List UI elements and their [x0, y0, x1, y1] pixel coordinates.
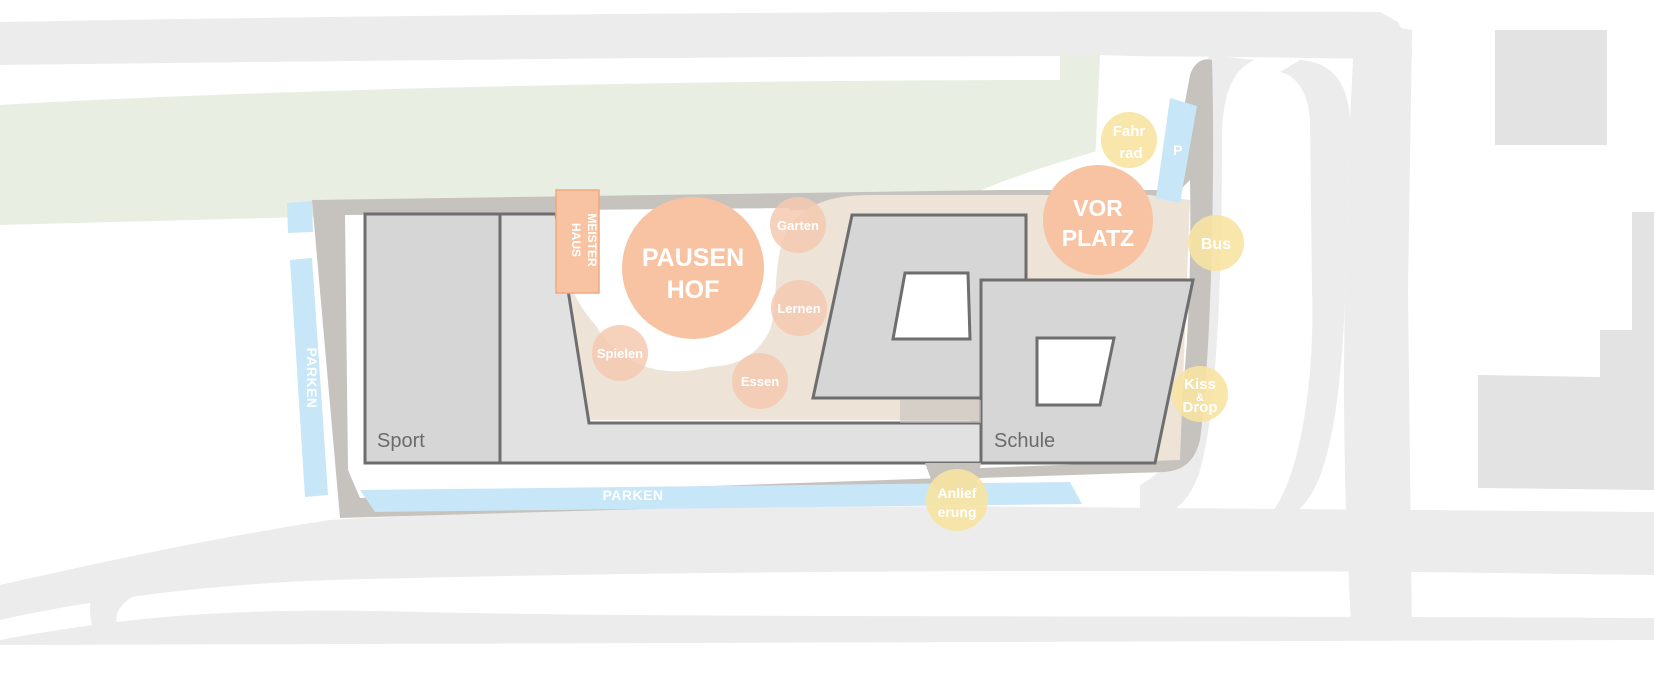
road-bottom: [0, 506, 1654, 620]
kiss-label-2: &: [1196, 392, 1204, 404]
school-junction-shadow: [900, 400, 981, 423]
pausenhof-label-2: HOF: [667, 276, 720, 304]
kiss-label-1: Kiss: [1184, 376, 1216, 393]
spielen-label: Spielen: [597, 346, 643, 361]
vorplatz-label-1: VOR: [1073, 195, 1123, 221]
kiss-label-3: Drop: [1183, 399, 1218, 416]
neighbour-block-bottom-right: [1478, 375, 1654, 490]
parking-areas: [287, 98, 1197, 512]
parking-right: [1156, 98, 1197, 203]
garten-circle: [770, 197, 826, 253]
parking-right-label: P: [1173, 142, 1183, 158]
sport-label: Sport: [377, 430, 425, 452]
garten-label: Garten: [777, 218, 819, 233]
vorplatz-label-2: PLATZ: [1062, 225, 1134, 251]
hausmeister-box: [555, 189, 600, 294]
pausenhof-label-1: PAUSEN: [642, 244, 744, 272]
neighbour-block-right-edge: [1600, 212, 1654, 380]
parking-left-label: PARKEN: [304, 347, 320, 408]
parking-bottom: [360, 482, 1082, 512]
bus-label: Bus: [1201, 236, 1231, 253]
school-block-east-court: [1035, 336, 1116, 407]
lernen-label: Lernen: [777, 301, 820, 316]
hausmeister-label-1: HAUS: [569, 223, 583, 257]
kiss-and-drop-circle: [1172, 366, 1228, 422]
fahrrad-circle: [1101, 112, 1157, 168]
school-label: Schule: [994, 430, 1055, 452]
anlieferung-label-2: erung: [938, 504, 977, 520]
sport-building: [363, 212, 502, 465]
road-curve-top: [1270, 60, 1350, 515]
road-right-vertical: [1343, 20, 1412, 640]
anlieferung-label-1: Anlief: [938, 485, 977, 501]
vorplatz-circle: [1043, 165, 1153, 275]
pausenhof-circle: [622, 197, 764, 339]
school-block-west-court: [891, 271, 972, 341]
bus-circle: [1188, 215, 1244, 271]
parking-bottom-label: PARKEN: [602, 487, 663, 503]
anlieferung-circle: [926, 469, 988, 531]
spielen-circle: [592, 325, 648, 381]
green-strip: [0, 55, 1100, 225]
essen-circle: [732, 353, 788, 409]
neighbour-block-top-right: [1495, 30, 1607, 145]
parking-left-top: [287, 201, 313, 233]
road-bottom-sweep: [0, 610, 1654, 645]
hausmeister-label-2: MEISTER: [585, 213, 599, 267]
parking-left: [290, 258, 328, 497]
fahrrad-label-1: Fahr: [1113, 123, 1146, 140]
essen-label: Essen: [741, 374, 779, 389]
road-top: [0, 11, 1412, 65]
lernen-circle: [771, 280, 827, 336]
roads: [0, 11, 1654, 645]
fahrrad-label-2: rad: [1119, 145, 1142, 162]
road-left-loop: [90, 540, 330, 632]
